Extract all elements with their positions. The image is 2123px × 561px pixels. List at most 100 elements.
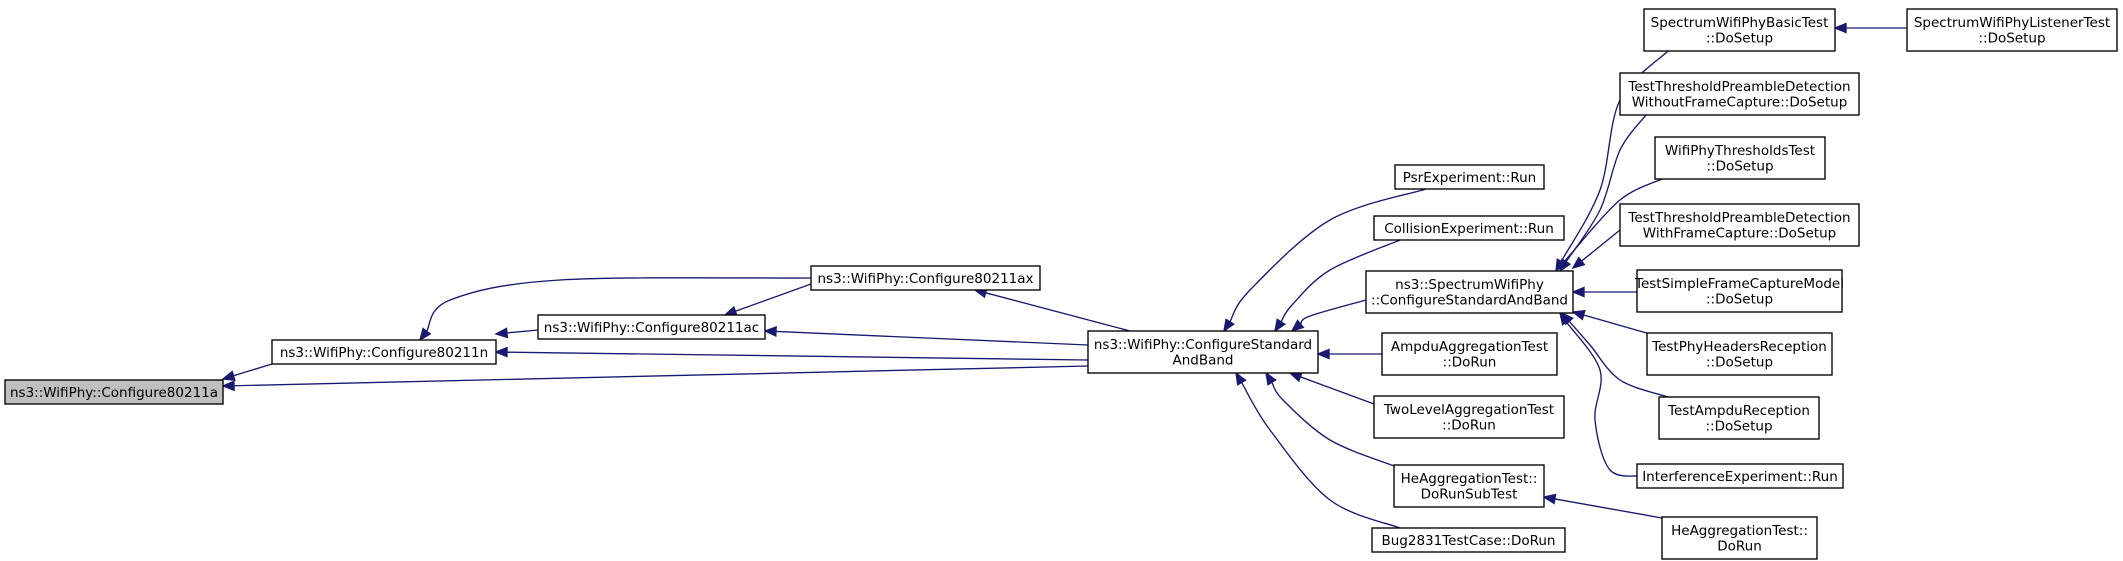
node-testampdureception-dosetup[interactable]: TestAmpduReception::DoSetup: [1658, 396, 1820, 440]
node-box: [1373, 215, 1565, 241]
node-interferenceexperiment-run[interactable]: InterferenceExperiment::Run: [1636, 463, 1844, 489]
node-label: ns3::WifiPhy::Configure80211a: [10, 385, 218, 401]
node-bug2831testcase-dorun[interactable]: Bug2831TestCase::DoRun: [1371, 527, 1566, 553]
arrowhead: [1235, 371, 1247, 386]
edge-line: [1229, 188, 1427, 323]
node-label: SpectrumWifiPhyBasicTest: [1651, 15, 1829, 31]
arrowhead: [418, 327, 432, 342]
node-box: [810, 265, 1041, 291]
node-box: [1643, 8, 1836, 52]
node-wifiphythresholdstest-dosetup[interactable]: WifiPhyThresholdsTest::DoSetup: [1654, 136, 1826, 180]
node-ns3-wifiphy-configurestandard-andband[interactable]: ns3::WifiPhy::ConfigureStandardAndBand: [1087, 330, 1319, 374]
arrowhead: [1288, 371, 1303, 383]
node-ampduaggregationtest-dorun[interactable]: AmpduAggregationTest::DoRun: [1381, 332, 1558, 376]
node-heaggregationtest-dorunsubtest[interactable]: HeAggregationTest::DoRunSubTest: [1393, 464, 1545, 508]
edge-n13-to-n12: [1833, 22, 1907, 34]
node-spectrumwifiphybasictest-dosetup[interactable]: SpectrumWifiPhyBasicTest::DoSetup: [1643, 8, 1836, 52]
arrowhead: [1223, 318, 1235, 333]
node-box: [1636, 269, 1843, 313]
node-box: [1373, 395, 1565, 439]
edge-line: [1300, 376, 1375, 405]
edge-n4-to-n3: [973, 287, 1131, 332]
node-label: WithoutFrameCapture::DoSetup: [1632, 95, 1848, 111]
node-box: [537, 314, 766, 340]
node-twolevelaggregationtest-dorun[interactable]: TwoLevelAggregationTest::DoRun: [1373, 395, 1565, 439]
edge-n16-to-n7: [1571, 229, 1621, 270]
node-testphyheadersreception-dosetup[interactable]: TestPhyHeadersReception::DoSetup: [1646, 332, 1833, 376]
edge-line: [1583, 314, 1651, 335]
arrowhead: [1265, 371, 1277, 386]
node-ns3-wifiphy-configure80211n[interactable]: ns3::WifiPhy::Configure80211n: [271, 339, 497, 365]
arrowhead: [763, 326, 777, 338]
arrowhead: [1571, 286, 1585, 298]
node-ns3-wifiphy-configure80211ax[interactable]: ns3::WifiPhy::Configure80211ax: [810, 265, 1041, 291]
node-label: DoRun: [1717, 539, 1762, 555]
node-box: [1661, 516, 1818, 560]
edge-n8-to-n4: [1316, 348, 1382, 360]
node-label: ::DoSetup: [1706, 159, 1773, 175]
arrowhead: [221, 370, 236, 381]
node-testthresholdpreambledetection-withoutframecapture-dosetup[interactable]: TestThresholdPreambleDetectionWithoutFra…: [1619, 72, 1860, 116]
node-box: [1087, 330, 1319, 374]
node-label: InterferenceExperiment::Run: [1642, 469, 1838, 485]
node-label: ::DoSetup: [1706, 355, 1773, 371]
node-box: [1654, 136, 1826, 180]
node-ns3-wifiphy-configure80211ac[interactable]: ns3::WifiPhy::Configure80211ac: [537, 314, 766, 340]
node-heaggregationtest-dorun[interactable]: HeAggregationTest::DoRun: [1661, 516, 1818, 560]
arrowhead: [1558, 311, 1572, 326]
edge-n15-to-n7: [1559, 178, 1663, 273]
edge-line: [1299, 299, 1367, 325]
node-box: [1365, 270, 1574, 314]
edge-n3-to-n2: [723, 283, 812, 317]
node-psrexperiment-run[interactable]: PsrExperiment::Run: [1394, 164, 1545, 190]
node-label: ::DoSetup: [1978, 31, 2045, 47]
node-label: TestAmpduReception: [1667, 403, 1810, 419]
edge-n4-to-n2: [763, 326, 1089, 346]
node-label: TestSimpleFrameCaptureModel: [1634, 276, 1844, 292]
edge-n21-to-n10: [1542, 493, 1663, 519]
node-label: ns3::SpectrumWifiPhy: [1395, 277, 1544, 293]
edge-n6-to-n4: [1274, 239, 1401, 333]
node-ns3-spectrumwifiphy-configurestandardandband[interactable]: ns3::SpectrumWifiPhy::ConfigureStandardA…: [1365, 270, 1574, 314]
node-label: Bug2831TestCase::DoRun: [1381, 533, 1555, 549]
node-label: CollisionExperiment::Run: [1384, 221, 1554, 237]
node-box: [1646, 332, 1833, 376]
node-label: TwoLevelAggregationTest: [1383, 402, 1554, 418]
node-label: SpectrumWifiPhyListenerTest: [1914, 15, 2110, 31]
node-label: ::DoSetup: [1705, 419, 1772, 435]
node-label: HeAggregationTest::: [1671, 523, 1808, 539]
arrowhead: [1542, 493, 1557, 505]
arrowhead: [1833, 22, 1847, 34]
node-label: AmpduAggregationTest: [1391, 339, 1548, 355]
node-label: WithFrameCapture::DoSetup: [1643, 226, 1836, 242]
node-box: [1619, 72, 1860, 116]
node-ns3-wifiphy-configure80211a[interactable]: ns3::WifiPhy::Configure80211a: [4, 379, 224, 405]
edge-n18-to-n7: [1571, 309, 1651, 335]
node-testthresholdpreambledetection-withframecapture-dosetup[interactable]: TestThresholdPreambleDetectionWithFrameC…: [1619, 203, 1860, 247]
edge-line: [233, 363, 273, 377]
edge-n3-to-n1: [418, 277, 812, 342]
node-box: [1658, 396, 1820, 440]
arrowhead: [221, 380, 235, 392]
nodes-layer: ns3::WifiPhy::Configure80211a ns3::WifiPh…: [4, 8, 2118, 560]
node-label: ::DoRun: [1442, 418, 1496, 434]
node-collisionexperiment-run[interactable]: CollisionExperiment::Run: [1373, 215, 1565, 241]
node-label: ns3::WifiPhy::ConfigureStandard: [1094, 337, 1312, 353]
edge-line: [735, 283, 812, 312]
arrowhead: [494, 327, 509, 339]
edge-n2-to-n1: [494, 327, 539, 339]
edge-n4-to-n0: [221, 365, 1089, 392]
node-label: WifiPhyThresholdsTest: [1665, 143, 1815, 159]
node-box: [1381, 332, 1558, 376]
node-testsimpleframecapturemodel-dosetup[interactable]: TestSimpleFrameCaptureModel::DoSetup: [1634, 269, 1844, 313]
edge-line: [1560, 50, 1669, 262]
edge-line: [1568, 320, 1669, 398]
edge-line: [1565, 321, 1644, 477]
edge-n11-to-n4: [1235, 371, 1401, 529]
edge-line: [506, 351, 1089, 361]
edge-n14-to-n7: [1559, 114, 1647, 273]
edge-n20-to-n7: [1558, 311, 1644, 477]
edge-line: [506, 329, 539, 334]
arrowhead: [1274, 318, 1286, 333]
node-spectrumwifiphylistenertest-dosetup[interactable]: SpectrumWifiPhyListenerTest::DoSetup: [1906, 8, 2118, 52]
